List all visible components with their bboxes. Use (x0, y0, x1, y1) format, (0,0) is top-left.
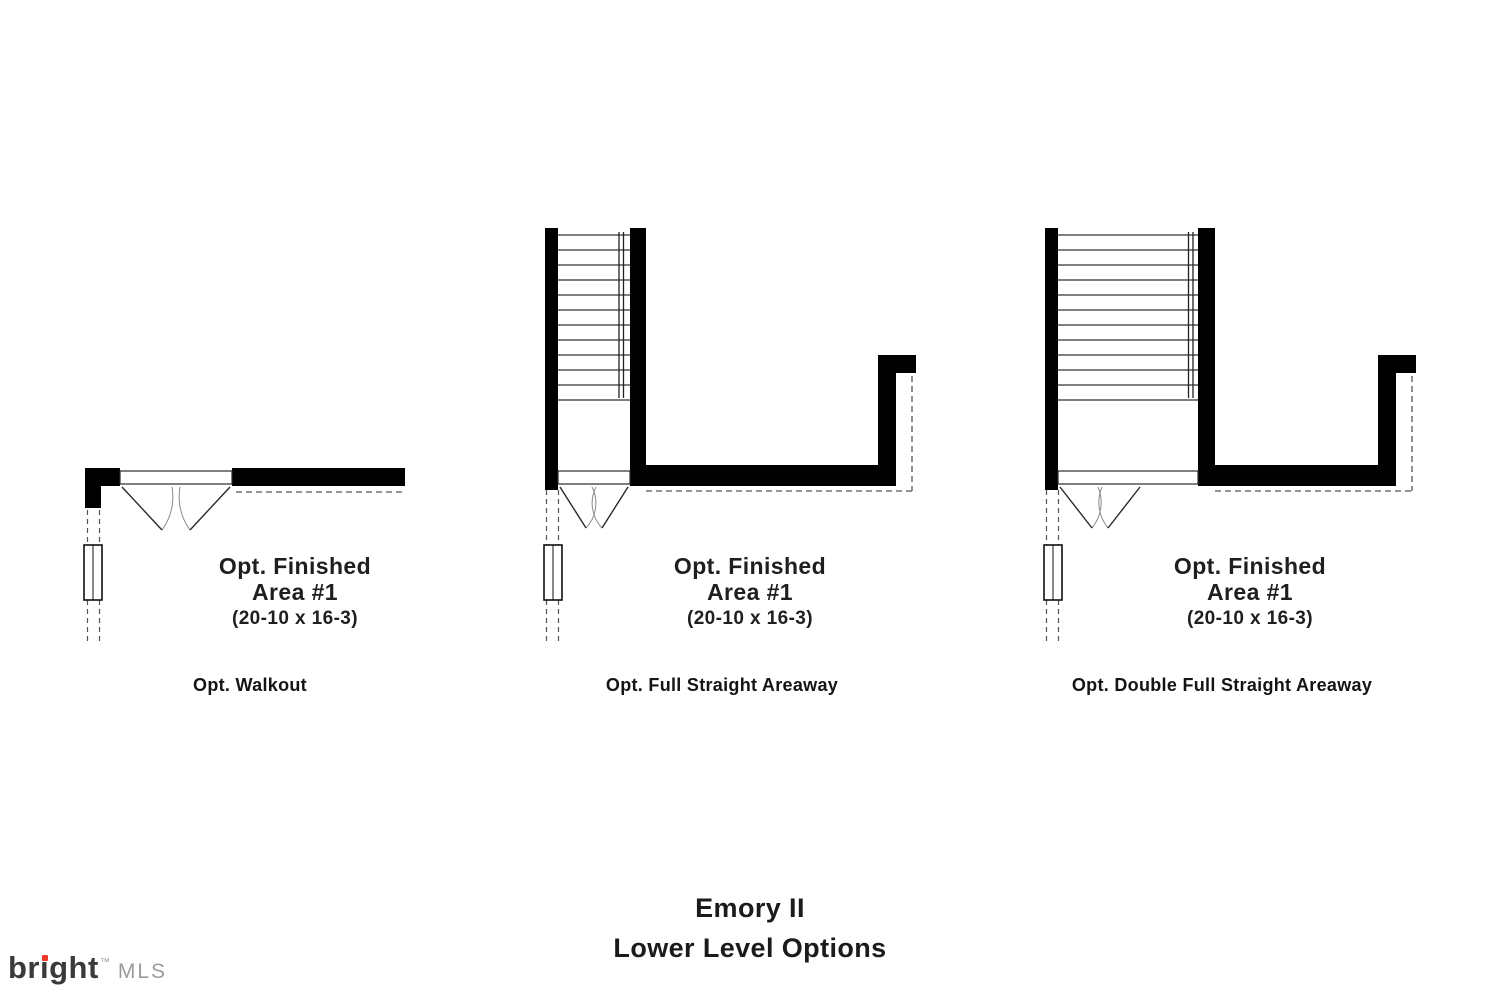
plan-full-areaway-drawing (543, 228, 916, 645)
plan-caption-full-areaway: Opt. Full Straight Areaway (605, 675, 839, 695)
model-name: Emory II (695, 893, 805, 923)
dashed-side-wall (86, 510, 101, 645)
plan-double-areaway-drawing (1043, 228, 1416, 645)
window-symbol (543, 544, 563, 601)
areaway-walls (644, 355, 916, 486)
sheet-title-block: Emory II Lower Level Options (450, 888, 1050, 968)
plan-caption-walkout: Opt. Walkout (193, 675, 307, 695)
stair-handrail (1187, 232, 1194, 398)
stair-treads (1058, 234, 1198, 401)
room-name-line2: Area #1 (252, 579, 338, 605)
stair-walls (1045, 228, 1215, 490)
door (119, 470, 233, 531)
trademark-symbol: ™ (99, 957, 110, 968)
room-label-walkout: Opt. Finished Area #1 (20-10 x 16-3) (120, 553, 470, 630)
areaway-walls (1213, 355, 1416, 486)
room-name-line1: Opt. Finished (1173, 553, 1327, 579)
logo-i-with-red-dot: ı (40, 950, 50, 985)
room-name-line1: Opt. Finished (673, 553, 827, 579)
room-name-line1: Opt. Finished (218, 553, 372, 579)
stair-handrail (618, 232, 625, 398)
dashed-side-wall (545, 490, 560, 645)
room-dimensions: (20-10 x 16-3) (231, 608, 358, 629)
red-dot-icon (41, 955, 48, 961)
logo-mls-text: MLS (117, 960, 168, 983)
room-name-line2: Area #1 (1207, 579, 1293, 605)
stair-walls (545, 228, 646, 490)
plan-caption-double-areaway: Opt. Double Full Straight Areaway (1071, 675, 1373, 695)
room-name-line2: Area #1 (707, 579, 793, 605)
dashed-side-wall (1045, 490, 1060, 645)
door (557, 470, 631, 529)
areaway-dashed-outline (1215, 376, 1413, 492)
walls (85, 468, 405, 508)
sheet-subtitle: Lower Level Options (613, 933, 887, 963)
areaway-dashed-outline (646, 376, 913, 492)
plan-walkout-drawing (83, 468, 405, 645)
door (1057, 470, 1199, 529)
room-dimensions: (20-10 x 16-3) (1186, 608, 1313, 629)
window-symbol (1043, 544, 1063, 601)
window-symbol (83, 544, 103, 601)
room-label-full-areaway: Opt. Finished Area #1 (20-10 x 16-3) (575, 553, 925, 630)
room-label-double-areaway: Opt. Finished Area #1 (20-10 x 16-3) (1075, 553, 1425, 630)
room-dimensions: (20-10 x 16-3) (686, 608, 813, 629)
stair-treads (558, 234, 630, 401)
